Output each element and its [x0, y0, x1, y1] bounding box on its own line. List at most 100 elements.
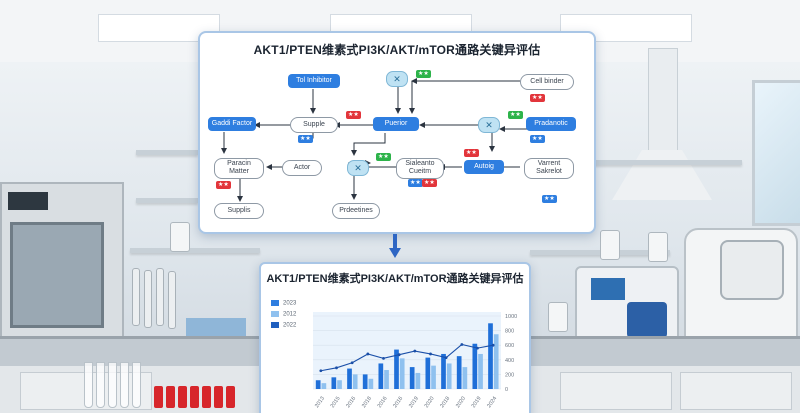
node-gaddi-factor: Gaddi Factor	[208, 117, 256, 131]
incubator-display	[8, 192, 48, 210]
bar	[331, 377, 337, 389]
pathway-diagram-panel: AKT1/PTEN维素式PI3K/AKT/mTOR通路关键异评估	[198, 31, 596, 234]
x-tick-label: 2019	[408, 396, 420, 409]
edge	[351, 133, 386, 156]
sample-tube-cap	[190, 386, 199, 408]
shelf	[130, 248, 260, 253]
analyzer-screen	[591, 278, 625, 300]
down-arrow-icon	[389, 234, 401, 258]
pipette-stand	[128, 268, 178, 329]
sample-tube-cap	[214, 386, 223, 408]
reagent-bottle	[548, 302, 568, 332]
node-puerior: Puerior	[373, 117, 419, 131]
node-pradanotic: Pradanotic	[526, 117, 576, 131]
reagent-bottle	[648, 232, 668, 262]
sample-tube-cap	[178, 386, 187, 408]
rating-badge: ★★	[508, 111, 523, 119]
panel-title: AKT1/PTEN维素式PI3K/AKT/mTOR通路关键异评估	[253, 43, 541, 57]
line-point	[413, 349, 417, 353]
window	[752, 80, 800, 226]
pipette	[144, 270, 152, 328]
y-tick-label: 0	[505, 387, 508, 393]
rating-badge: ★★	[376, 153, 391, 161]
y-tick-label: 600	[505, 343, 514, 349]
line-point	[397, 353, 401, 357]
incubator-window	[10, 222, 104, 328]
node-actor: Actor	[282, 160, 322, 176]
cabinet-door	[680, 372, 792, 410]
bar	[399, 358, 405, 389]
bar	[488, 323, 493, 389]
line-point	[382, 356, 385, 360]
shelf	[592, 160, 742, 165]
bar	[425, 357, 431, 389]
test-tube	[120, 362, 129, 408]
node-supplis: Supplis	[214, 203, 264, 219]
legend-item: 2023	[271, 300, 296, 308]
bar	[478, 353, 483, 389]
x-tick-label: 2018	[439, 396, 451, 409]
pipette	[168, 271, 176, 329]
rating-badge: ★★	[346, 111, 361, 119]
close-icon: ✕	[386, 71, 408, 87]
legend-label: 2023	[283, 300, 297, 307]
x-tick-label: 2016	[392, 396, 404, 409]
test-tube	[96, 362, 105, 408]
close-icon: ✕	[478, 117, 500, 133]
line-point	[350, 361, 354, 365]
analyzer-panel	[627, 302, 667, 338]
y-tick-label: 400	[505, 358, 514, 364]
plot-area	[313, 312, 501, 389]
bar	[446, 363, 452, 389]
rating-badge: ★★	[216, 181, 231, 189]
legend-label: 2022	[283, 322, 297, 329]
sample-tube-cap	[154, 386, 163, 408]
x-tick-label: 2020	[424, 396, 436, 409]
node-sialeanto-cueitm: Sialeanto Cueitm	[396, 158, 444, 179]
x-tick-label: 2013	[314, 396, 326, 409]
legend-item: 2022	[271, 322, 296, 330]
test-tube	[84, 362, 93, 408]
series-line	[320, 343, 494, 372]
node-autoig: Autoig	[464, 160, 504, 174]
bar	[368, 378, 374, 389]
line-point	[366, 352, 370, 356]
bar	[378, 363, 384, 389]
bar	[472, 343, 478, 389]
line-point	[319, 369, 323, 373]
node-cell-binder: Cell binder	[520, 74, 574, 90]
rating-badge: ★★	[422, 179, 437, 187]
bar	[493, 334, 499, 389]
chart-title: AKT1/PTEN维素式PI3K/AKT/mTOR通路关键异评估	[266, 273, 524, 285]
shelf	[136, 150, 198, 155]
node-supple: Supple	[290, 117, 338, 133]
bar	[352, 374, 358, 389]
y-tick-label: 200	[505, 372, 514, 378]
microscope	[720, 240, 784, 300]
x-tick-label: 2019	[471, 396, 483, 409]
pipette	[156, 268, 164, 326]
x-tick-label: 2016	[345, 396, 357, 409]
sample-tube-cap	[166, 386, 175, 408]
bar	[337, 380, 342, 389]
pipette	[132, 268, 140, 326]
rating-badge: ★★	[530, 135, 545, 143]
rating-badge: ★★	[530, 94, 545, 102]
bar	[431, 365, 436, 389]
node-paracin-matter: Paracin Matter	[214, 158, 264, 179]
bar	[347, 368, 352, 389]
y-tick-label: 800	[505, 329, 514, 335]
bar	[415, 372, 421, 389]
rating-badge: ★★	[542, 195, 557, 203]
cabinet-door	[560, 372, 672, 410]
pathway-edges	[221, 78, 528, 202]
legend-item: 2012	[271, 311, 296, 319]
line-point	[429, 352, 432, 356]
bar	[362, 374, 368, 389]
bar	[394, 349, 399, 389]
chart-panel: AKT1/PTEN维素式PI3K/AKT/mTOR通路关键异评估 2023 20…	[259, 262, 531, 413]
line-point	[476, 346, 479, 350]
rating-badge: ★★	[298, 135, 313, 143]
